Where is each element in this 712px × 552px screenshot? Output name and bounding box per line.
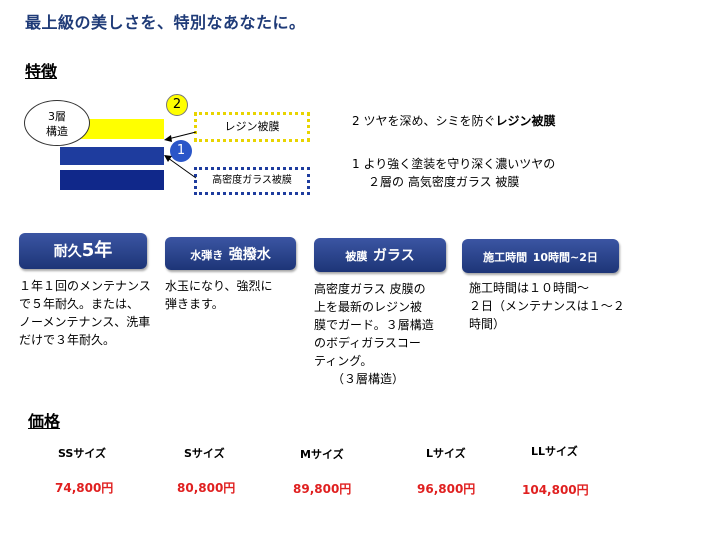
feature-durability-line: ノーメンテナンス、洗車 bbox=[19, 315, 151, 329]
features-heading: 特徴 bbox=[25, 62, 58, 81]
price-value-ss: 74,800円 bbox=[55, 481, 114, 495]
feature-time-body: 施工時間は１０時間～ ２日（メンテナンスは１～２ 時間） bbox=[469, 279, 625, 333]
layer2-description-prefix: 2 ツヤを深め、シミを防ぐ bbox=[352, 114, 496, 128]
feature-durability-title-small: 耐久 bbox=[53, 244, 82, 260]
price-value-s: 80,800円 bbox=[177, 481, 236, 495]
feature-durability-body: １年１回のメンテナンス で５年耐久。または、 ノーメンテナンス、洗車 だけで３年… bbox=[19, 277, 151, 349]
feature-glass-line: 上を最新のレジン被 bbox=[314, 300, 423, 314]
badge-1: 1 bbox=[170, 140, 192, 162]
page-headline: 最上級の美しさを、特別なあなたに。 bbox=[25, 13, 306, 32]
glass-layer-upper bbox=[60, 147, 164, 165]
feature-durability-line: １年１回のメンテナンス bbox=[19, 279, 151, 293]
feature-glass-line: のボディガラスコー bbox=[314, 336, 421, 350]
layer1-description: 1 より強く塗装を守り深く濃いツヤの ２層の 高気密度ガラス 被膜 bbox=[352, 155, 555, 191]
feature-durability-header: 耐久5年 bbox=[19, 233, 147, 269]
feature-durability-line: だけで３年耐久。 bbox=[19, 333, 116, 347]
feature-time-line: ２日（メンテナンスは１～２ bbox=[469, 299, 625, 313]
badge-2: 2 bbox=[166, 94, 188, 116]
feature-glass-line: 高密度ガラス 皮膜の bbox=[314, 282, 426, 296]
layer1-description-line2: ２層の 高気密度ガラス 被膜 bbox=[368, 175, 520, 189]
feature-water-title-big: 強撥水 bbox=[228, 247, 271, 263]
feature-time-header: 施工時間 10時間~2日 bbox=[462, 239, 619, 273]
callout-resin: レジン被膜 bbox=[194, 112, 310, 142]
price-size-m: Mサイズ bbox=[300, 448, 344, 461]
structure-label-oval: 3層 構造 bbox=[24, 100, 90, 146]
feature-glass-header: 被膜 ガラス bbox=[314, 238, 446, 272]
feature-glass-line: ティング。 bbox=[314, 354, 373, 368]
feature-water-title-small: 水弾き bbox=[190, 249, 224, 262]
layer-diagram: 3層 構造 2 1 レジン被膜 高密度ガラス被膜 2 ツヤを深め、シミを防ぐレジ… bbox=[0, 0, 712, 220]
structure-label-line2: 構造 bbox=[46, 125, 68, 138]
feature-glass-line: 膜でガード。３層構造 bbox=[314, 318, 434, 332]
price-size-l: Lサイズ bbox=[426, 447, 466, 460]
feature-glass-title-big: ガラス bbox=[372, 248, 415, 264]
feature-water-body: 水玉になり、強烈に 弾きます。 bbox=[165, 277, 273, 313]
feature-durability-line: で５年耐久。または、 bbox=[19, 297, 140, 311]
price-value-ll: 104,800円 bbox=[522, 483, 589, 497]
layer2-description-bold: レジン被膜 bbox=[495, 114, 556, 128]
feature-water-header: 水弾き 強撥水 bbox=[165, 237, 296, 270]
price-size-ll: LLサイズ bbox=[531, 445, 578, 458]
price-value-m: 89,800円 bbox=[293, 482, 352, 496]
feature-time-line: 時間） bbox=[469, 317, 506, 331]
feature-glass-title-small: 被膜 bbox=[345, 250, 368, 263]
price-size-ss: SSサイズ bbox=[58, 447, 107, 460]
glass-layer-lower bbox=[60, 170, 164, 190]
feature-time-title-big: 10時間~2日 bbox=[532, 251, 598, 264]
layer1-description-line1: 1 より強く塗装を守り深く濃いツヤの bbox=[352, 157, 556, 171]
feature-glass-body: 高密度ガラス 皮膜の 上を最新のレジン被 膜でガード。３層構造 のボディガラスコ… bbox=[314, 280, 434, 388]
layer2-description: 2 ツヤを深め、シミを防ぐレジン被膜 bbox=[352, 112, 555, 130]
price-value-l: 96,800円 bbox=[417, 482, 476, 496]
feature-water-line: 弾きます。 bbox=[165, 297, 224, 311]
feature-time-line: 施工時間は１０時間～ bbox=[469, 281, 590, 295]
feature-glass-line: （３層構造） bbox=[314, 372, 405, 386]
feature-durability-title-big: 5年 bbox=[81, 240, 113, 261]
feature-time-title-small: 施工時間 bbox=[483, 251, 528, 264]
price-heading: 価格 bbox=[28, 412, 61, 431]
structure-label-line1: 3層 bbox=[48, 110, 66, 123]
callout-glass: 高密度ガラス被膜 bbox=[194, 167, 310, 195]
diagram-arrows bbox=[164, 131, 197, 179]
feature-water-line: 水玉になり、強烈に bbox=[165, 279, 273, 293]
price-size-s: Sサイズ bbox=[184, 447, 225, 460]
